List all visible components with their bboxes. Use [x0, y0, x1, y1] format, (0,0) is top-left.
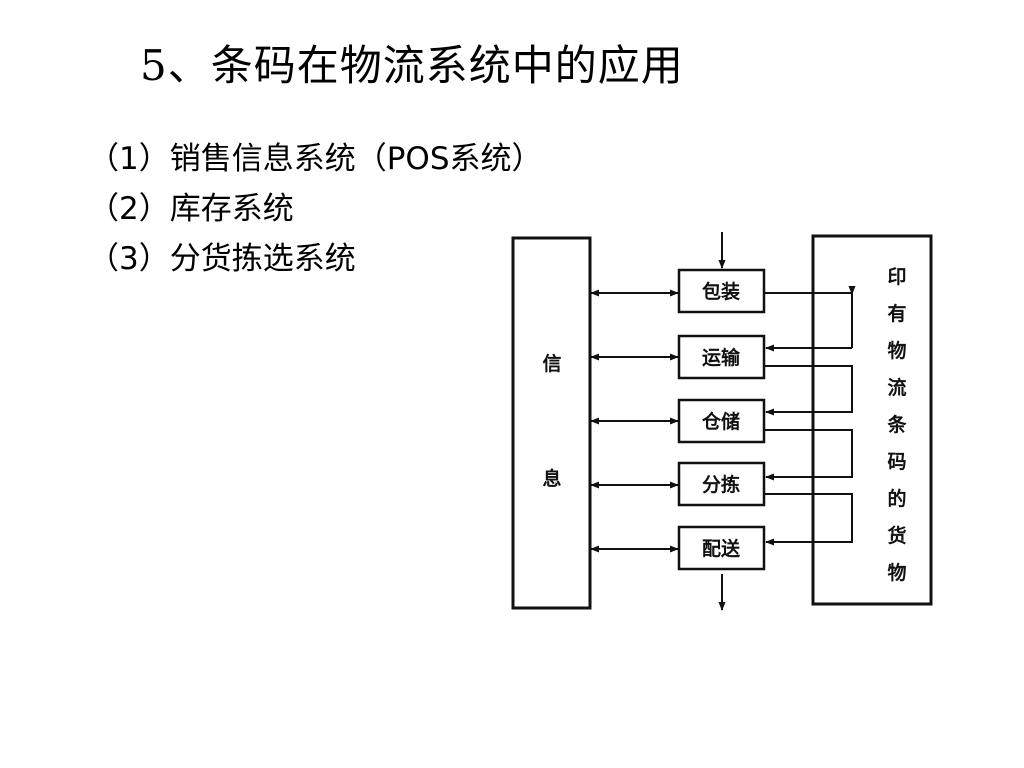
goods-char: 印: [887, 266, 906, 288]
slide-title: 5、条码在物流系统中的应用: [140, 41, 684, 90]
system-list: （1）销售信息系统（POS系统） （2）库存系统 （3）分货拣选系统: [88, 134, 543, 284]
logistics-flow-diagram: 信 息 印 有 物 流 条 码 的 货 物 包装 运输 仓储 分拣 配送: [511, 232, 933, 611]
stage-storage-label: 仓储: [701, 410, 740, 433]
goods-out-storage: [764, 429, 853, 481]
goods-out-sorting: [764, 493, 853, 546]
goods-char: 条: [887, 413, 907, 436]
stage-transport: 运输: [677, 334, 766, 380]
info-block: [511, 236, 592, 610]
info-label-2: 息: [542, 467, 561, 490]
goods-char: 有: [887, 302, 906, 325]
goods-char: 货: [887, 524, 906, 547]
list-item-sorting: （3）分货拣选系统: [88, 241, 356, 277]
goods-char: 流: [887, 376, 906, 399]
goods-out-transport: [764, 365, 853, 416]
goods-char: 码: [887, 451, 906, 473]
stage-delivery-label: 配送: [702, 537, 741, 560]
barcoded-goods-block: [811, 234, 933, 606]
list-item-pos: （1）销售信息系统（POS系统）: [88, 141, 543, 177]
stage-sorting: 分拣: [677, 461, 766, 507]
stage-packaging-label: 包装: [702, 280, 740, 303]
stage-packaging: 包装: [677, 268, 766, 314]
stage-storage: 仓储: [677, 398, 766, 444]
list-item-inventory: （2）库存系统: [88, 191, 294, 227]
stage-delivery: 配送: [677, 525, 766, 571]
goods-char: 的: [887, 487, 906, 510]
stage-transport-label: 运输: [702, 346, 741, 369]
stage-sorting-label: 分拣: [702, 473, 740, 496]
goods-char: 物: [887, 561, 906, 584]
goods-link-packaging: [764, 285, 856, 295]
goods-char: 物: [887, 339, 906, 362]
barcoded-goods-label: 印 有 物 流 条 码 的 货 物: [887, 266, 907, 584]
info-label-1: 信: [542, 352, 561, 375]
